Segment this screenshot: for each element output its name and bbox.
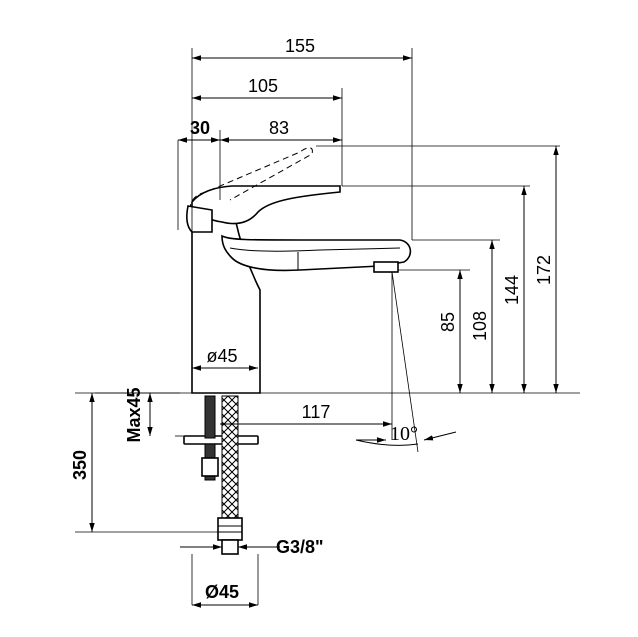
dim-350-label: 350 [70, 450, 90, 480]
faucet-body [95, 147, 580, 605]
dimension-172: 172 [534, 146, 559, 393]
dimension-85: 85 [438, 270, 463, 393]
dim-83-label: 83 [269, 118, 289, 138]
mounting-washer [183, 435, 259, 445]
dim-172-label: 172 [534, 255, 554, 285]
dim-85-label: 85 [438, 312, 458, 332]
dim-30-label: 30 [190, 118, 210, 138]
dim-155-label: 155 [285, 36, 315, 56]
dim-phi45-bottom-label: Ø45 [205, 582, 239, 602]
dimension-max45: Max45 [124, 387, 153, 443]
rod-nut [201, 457, 219, 477]
dim-144-label: 144 [502, 275, 522, 305]
dimension-83: 83 [220, 118, 342, 143]
dim-108-label: 108 [470, 311, 490, 341]
dim-117-label: 117 [302, 402, 331, 422]
dim-thread-label: G3/8" [276, 537, 324, 557]
dimension-155: 155 [192, 36, 412, 61]
dim-max45-label: Max45 [124, 387, 144, 442]
dimension-phi45-bottom: Ø45 [192, 582, 258, 608]
dimension-30: 30 [178, 118, 220, 143]
angle-label: 10° [390, 423, 418, 445]
spout-highlight [229, 247, 401, 252]
dimension-108: 108 [470, 240, 495, 393]
dim-105-label: 105 [248, 76, 278, 96]
hose-fitting [217, 517, 243, 541]
dimension-144: 144 [502, 186, 527, 393]
extension-lines [75, 48, 560, 533]
braided-hose [221, 395, 239, 521]
aerator [373, 261, 399, 273]
angle-ray [391, 271, 419, 453]
handle-raised-outline [189, 147, 313, 211]
dimension-117: 117 [220, 402, 392, 427]
handle-cap [186, 205, 213, 233]
handle-lever [191, 185, 341, 225]
dim-phi45-top-label: ø45 [206, 346, 237, 366]
threaded-rod [204, 395, 216, 439]
dimension-105: 105 [192, 76, 342, 101]
hose-connector [221, 539, 239, 555]
dimension-phi45-top: ø45 [192, 346, 258, 371]
dimension-angle: 10° [355, 271, 457, 453]
dimension-thread: G3/8" [180, 537, 324, 557]
dimension-350: 350 [70, 393, 95, 532]
